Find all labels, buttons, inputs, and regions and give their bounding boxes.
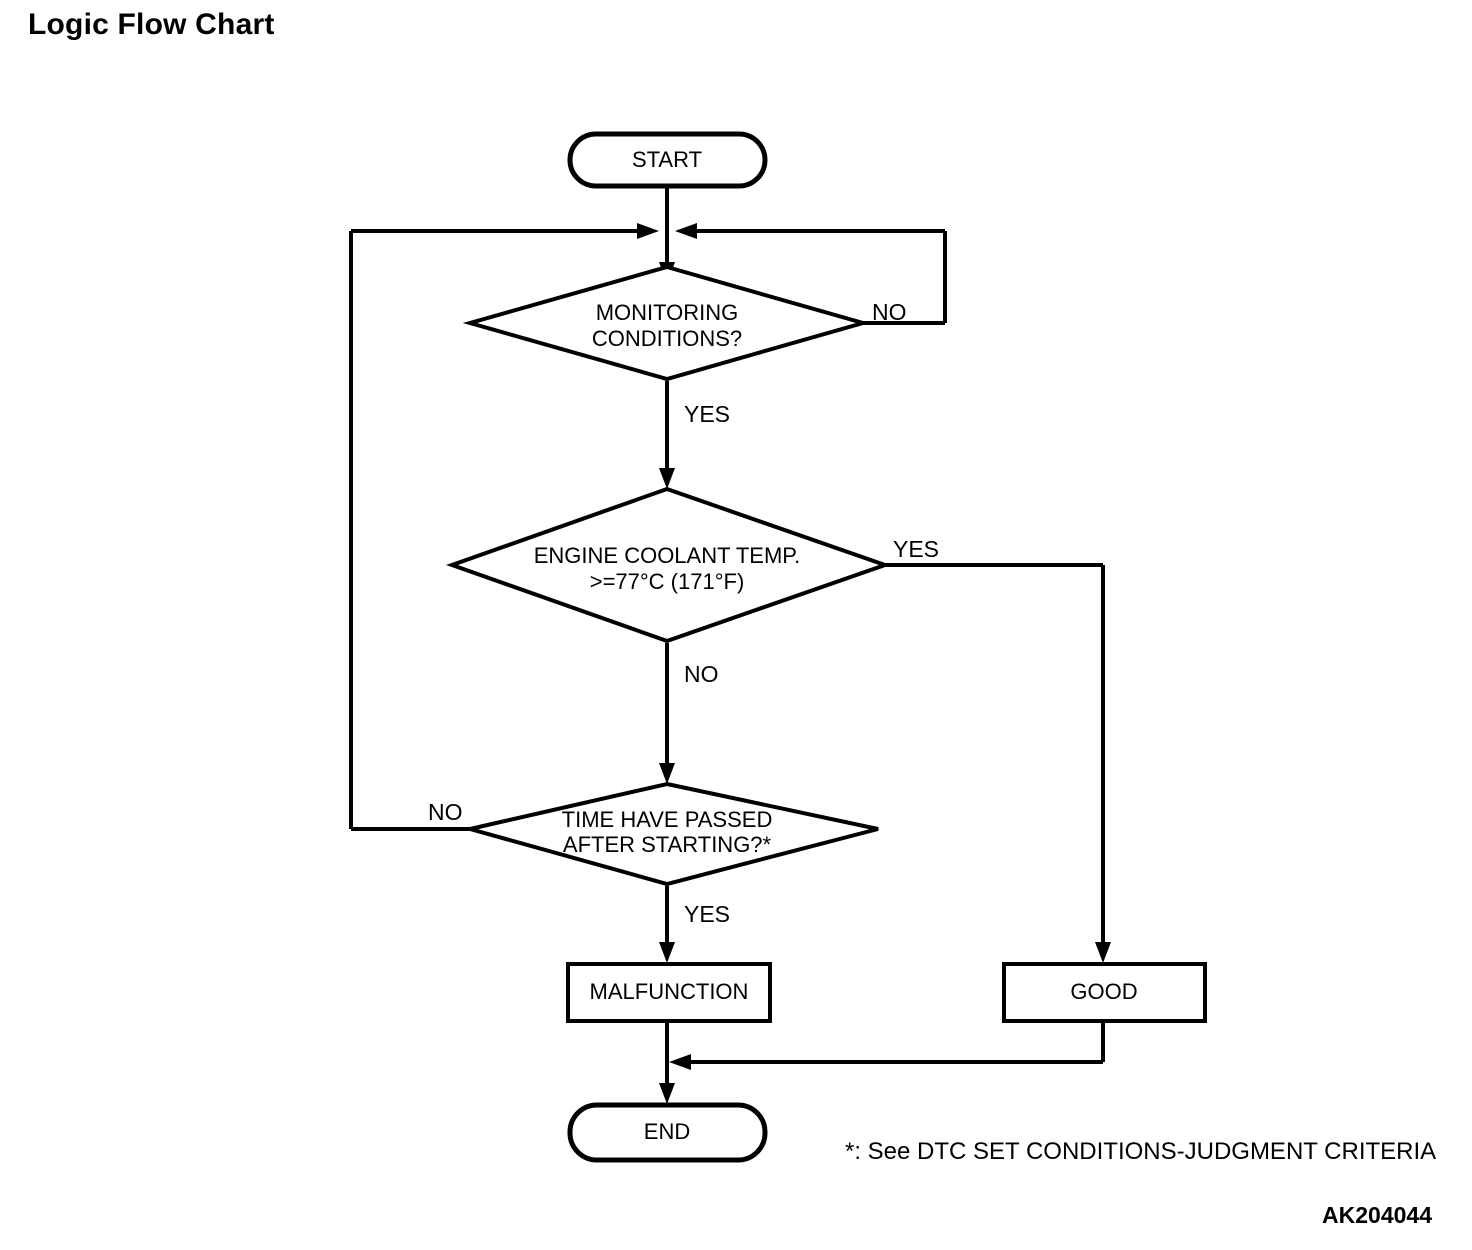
node-time-have-passed[interactable]: TIME HAVE PASSED AFTER STARTING?* <box>469 781 879 887</box>
node-coolant-label-line2: >=77°C (171°F) <box>590 569 745 594</box>
page-title: Logic Flow Chart <box>28 8 275 41</box>
node-end[interactable]: END <box>567 1102 768 1163</box>
figure-code: AK204044 <box>1322 1202 1432 1228</box>
edge-monitoring-yes-to-coolant <box>659 381 675 489</box>
branch-label-coolant-no: NO <box>684 661 719 687</box>
branch-label-time-yes: YES <box>684 901 730 927</box>
node-monitoring-label-line1: MONITORING <box>596 300 739 325</box>
node-monitoring-label-line2: CONDITIONS? <box>592 326 742 351</box>
node-monitoring-conditions[interactable]: MONITORING CONDITIONS? <box>462 264 871 382</box>
node-time-label-line2: AFTER STARTING?* <box>563 832 772 857</box>
node-start-label: START <box>632 147 702 172</box>
node-end-label: END <box>644 1119 690 1144</box>
edge-monitoring-no-to-loopback <box>675 223 947 325</box>
node-malfunction[interactable]: MALFUNCTION <box>566 962 772 1023</box>
node-malfunction-label: MALFUNCTION <box>590 979 749 1004</box>
node-start[interactable]: START <box>567 131 768 189</box>
branch-label-coolant-yes: YES <box>893 536 939 562</box>
node-good-label: GOOD <box>1070 979 1137 1004</box>
node-good[interactable]: GOOD <box>1002 962 1207 1023</box>
node-coolant-label-line1: ENGINE COOLANT TEMP. <box>534 543 801 568</box>
branch-label-time-no: NO <box>428 799 463 825</box>
node-engine-coolant-temp[interactable]: ENGINE COOLANT TEMP. >=77°C (171°F) <box>445 486 892 644</box>
node-time-label-line1: TIME HAVE PASSED <box>562 807 773 832</box>
branch-label-monitoring-yes: YES <box>684 401 730 427</box>
edge-time-yes-to-malfunction <box>659 886 675 963</box>
branch-label-monitoring-no: NO <box>872 299 907 325</box>
edge-malfunction-to-end <box>659 1021 675 1104</box>
edge-time-no-to-loopback <box>349 231 470 831</box>
edge-good-to-merge <box>669 1021 1105 1070</box>
footnote: *: See DTC SET CONDITIONS-JUDGMENT CRITE… <box>845 1138 1436 1165</box>
edge-coolant-yes-to-good <box>885 563 1111 963</box>
edge-loopback-left-rail <box>351 223 659 239</box>
edge-coolant-no-to-time <box>659 643 675 784</box>
